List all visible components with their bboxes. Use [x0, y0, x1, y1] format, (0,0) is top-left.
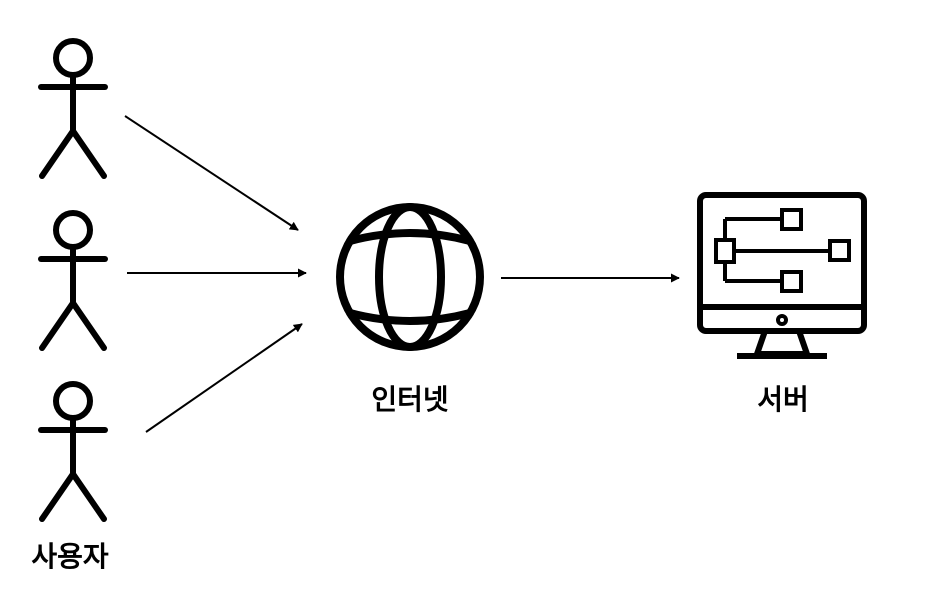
internet-label: 인터넷 [371, 383, 449, 416]
arrow-user3-to-internet [145, 323, 303, 433]
server-label: 서버 [757, 383, 809, 416]
flowchart-icon [714, 208, 851, 293]
arrow-user1-to-internet [124, 115, 299, 231]
users-label: 사용자 [31, 540, 109, 573]
user-icon-2 [38, 210, 108, 351]
globe-icon [336, 203, 484, 351]
user-icon-3 [38, 381, 108, 522]
server-monitor-icon [697, 192, 867, 359]
user-icon-1 [38, 38, 108, 179]
